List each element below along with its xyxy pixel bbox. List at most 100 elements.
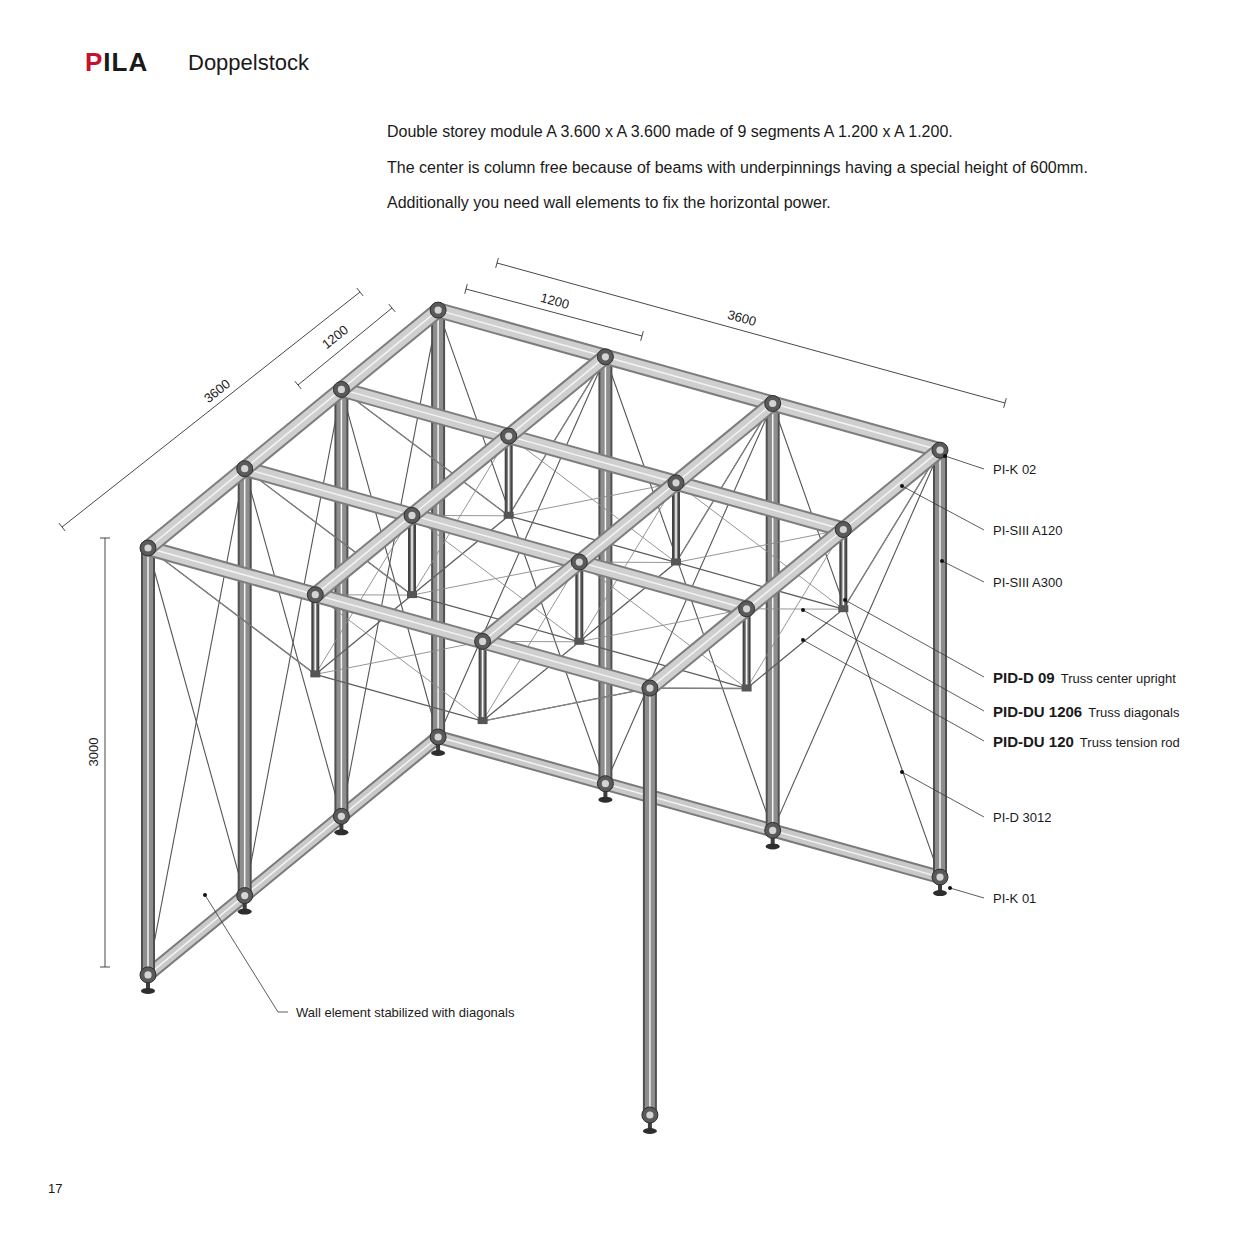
leader-line — [902, 772, 984, 817]
truss-upright — [311, 595, 319, 675]
top-beam — [148, 548, 315, 595]
node-knot — [835, 522, 851, 538]
node-knot — [571, 554, 587, 570]
node-knot — [840, 526, 847, 533]
leader-dot — [948, 886, 952, 890]
node-knot — [672, 479, 679, 486]
top-beam — [483, 641, 650, 688]
structure — [140, 302, 948, 1134]
truss-upright — [507, 436, 511, 516]
node-knot — [769, 827, 776, 834]
node-knot — [435, 307, 442, 314]
leader-line — [945, 456, 984, 469]
floor-beam — [148, 737, 438, 975]
floor-beam — [438, 737, 940, 877]
description-line: The center is column free because of bea… — [386, 160, 1089, 176]
leader-lines — [203, 454, 984, 1012]
upright-plate — [742, 684, 752, 691]
column — [147, 548, 149, 975]
truss-upright — [482, 641, 484, 721]
truss-upright — [745, 609, 749, 689]
leader-line — [902, 486, 984, 530]
floor-beam — [438, 737, 940, 877]
node-knot — [597, 349, 613, 365]
top-beam — [245, 389, 342, 468]
description-line: Additionally you need wall elements to f… — [386, 195, 832, 211]
node-knot — [642, 1107, 658, 1123]
top-beam — [579, 562, 746, 609]
column — [238, 469, 252, 896]
truss-upright — [479, 641, 487, 721]
base-foot — [431, 750, 445, 756]
top-beam — [747, 530, 844, 609]
base-foot — [334, 829, 348, 835]
tension-rod — [341, 389, 843, 609]
top-beam — [245, 389, 342, 468]
column — [935, 450, 945, 877]
top-beam — [843, 450, 940, 529]
truss-upright — [577, 562, 581, 642]
top-beam — [509, 436, 676, 483]
top-beam — [773, 404, 940, 451]
upright-plate — [574, 638, 584, 645]
callout-label: Wall element stabilized with diagonals — [295, 1006, 515, 1019]
top-beam — [438, 310, 605, 357]
top-beam — [245, 469, 412, 516]
top-beam — [148, 469, 245, 548]
node-knot — [338, 386, 345, 393]
part-description: Truss tension rod — [1079, 736, 1181, 749]
node-knot — [430, 729, 446, 745]
dimension-line — [105, 538, 106, 967]
part-label: PI-K 01 — [992, 892, 1037, 905]
tension-rod — [650, 450, 940, 688]
truss-upright — [315, 595, 317, 675]
dimension-tick — [295, 381, 301, 389]
top-beam — [579, 562, 746, 609]
dimension-value: 1200 — [538, 291, 571, 312]
top-beam — [509, 436, 676, 483]
column — [244, 469, 246, 896]
top-beam — [483, 641, 650, 688]
truss-upright — [843, 530, 845, 610]
top-beam — [773, 404, 940, 451]
truss-upright — [841, 530, 845, 610]
node-knot — [646, 685, 653, 692]
node-knot — [241, 465, 248, 472]
node-knot — [602, 780, 609, 787]
top-beam — [412, 515, 579, 562]
top-beam — [412, 515, 579, 562]
dimension-tick — [59, 523, 65, 531]
truss-diagonal — [650, 688, 747, 689]
top-beam — [483, 562, 580, 641]
dimension-value: 3000 — [87, 737, 100, 768]
leader-dot — [900, 484, 904, 488]
top-beam — [438, 310, 605, 357]
top-beam — [483, 562, 580, 641]
top-beam — [579, 483, 676, 562]
top-beam — [676, 483, 843, 530]
truss-upright — [410, 515, 414, 595]
dimension-line — [62, 292, 360, 527]
top-beam — [605, 357, 772, 404]
top-beam — [676, 404, 773, 483]
top-beam — [245, 389, 342, 468]
truss-diagonal — [747, 530, 844, 689]
node-knot — [743, 605, 750, 612]
top-beam — [579, 483, 676, 562]
top-beam — [148, 548, 315, 595]
part-label: PID-D 09 — [992, 670, 1056, 685]
node-knot — [140, 967, 156, 983]
node-knot — [597, 776, 613, 792]
part-label: PI-SIII A300 — [992, 576, 1063, 589]
description-line: Double storey module A 3.600 x A 3.600 m… — [386, 124, 954, 140]
node-knot — [435, 733, 442, 740]
truss-upright — [674, 483, 678, 563]
node-knot — [936, 874, 943, 881]
base-foot — [766, 843, 780, 849]
node-knot — [642, 680, 658, 696]
dimension-tick — [1004, 398, 1007, 408]
wall-diagonal — [773, 404, 940, 878]
top-beam — [148, 469, 245, 548]
top-beam — [747, 530, 844, 609]
